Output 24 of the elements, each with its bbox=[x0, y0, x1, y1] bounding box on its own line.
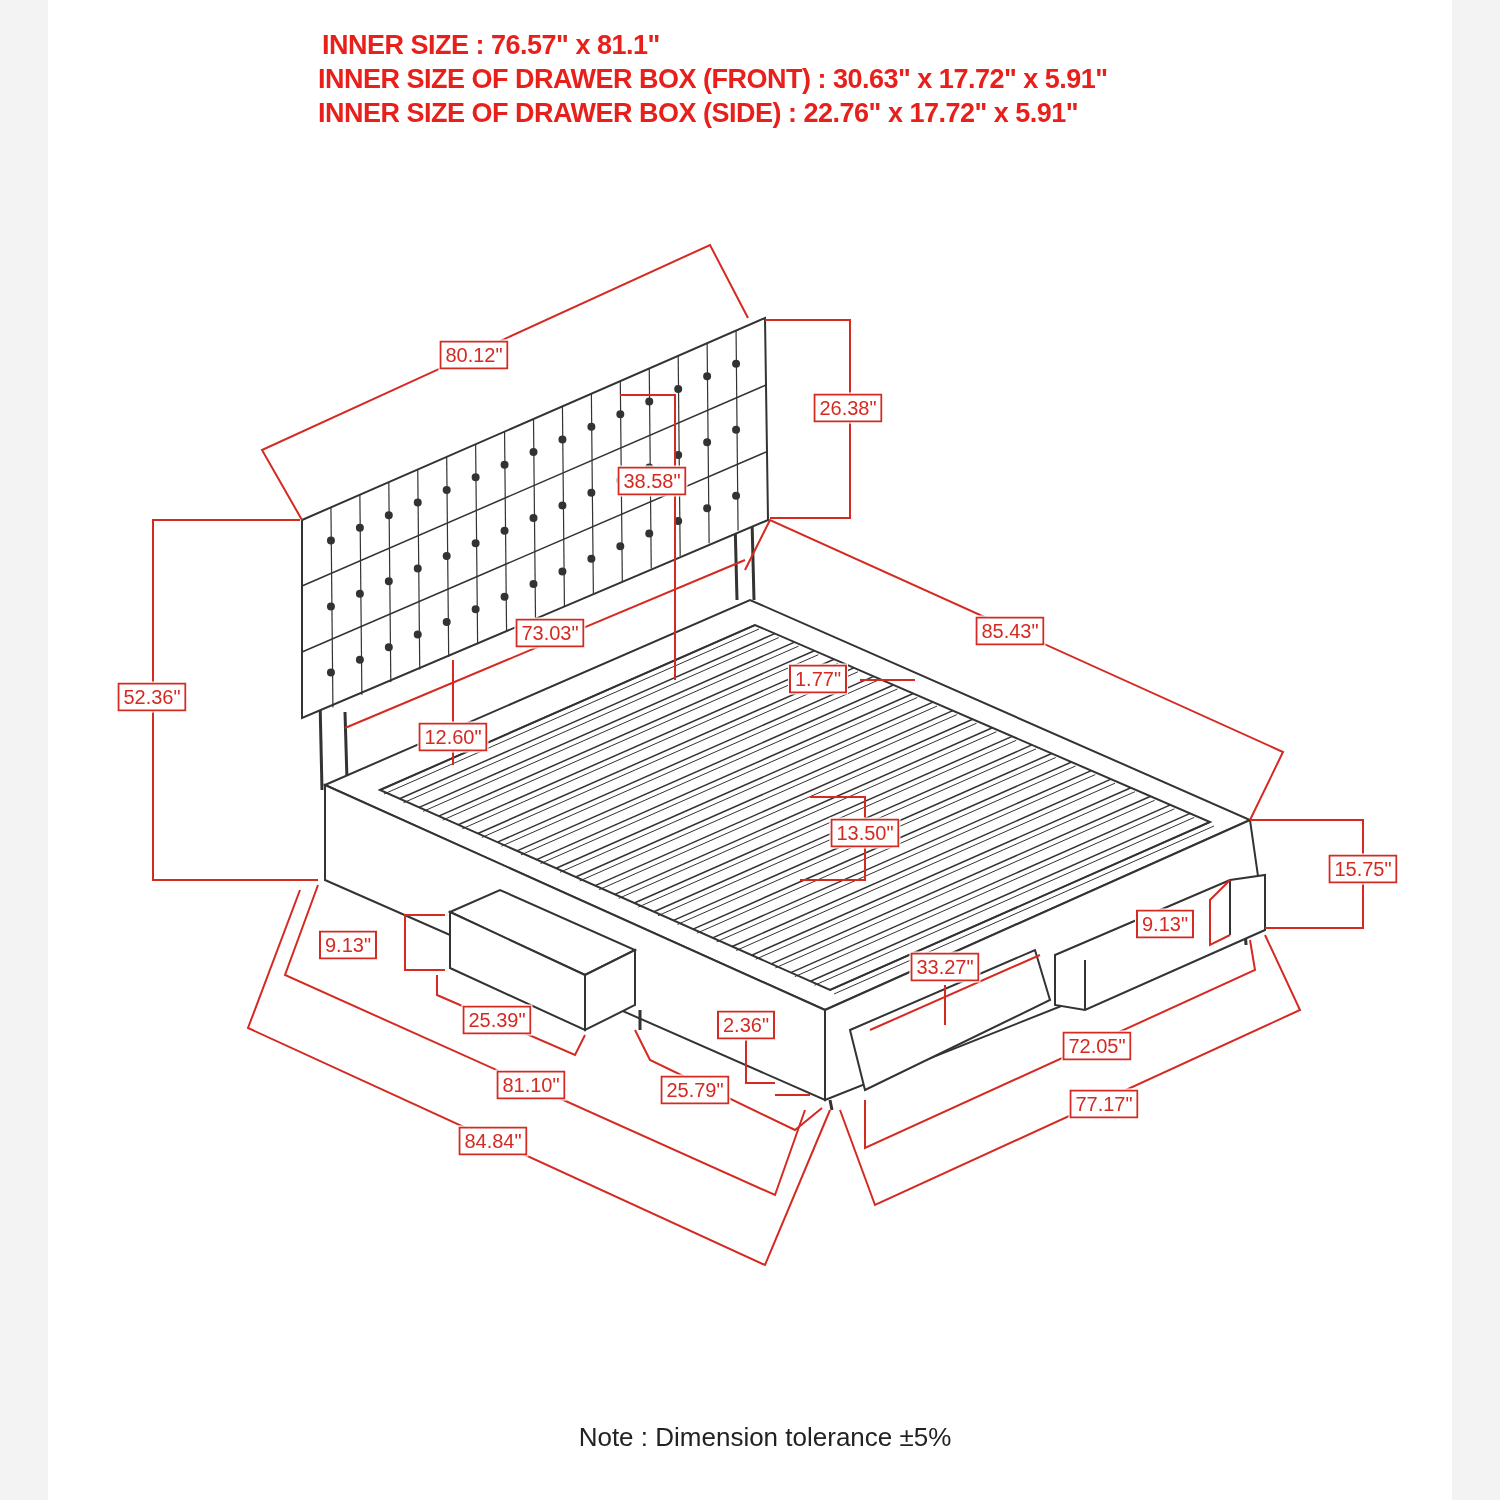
dimension-label: 25.39" bbox=[462, 1005, 532, 1035]
tolerance-note: Note : Dimension tolerance ±5% bbox=[578, 1422, 952, 1453]
dimension-label: 77.17" bbox=[1069, 1089, 1139, 1119]
dimension-label: 85.43" bbox=[975, 616, 1045, 646]
dimension-label: 12.60" bbox=[418, 722, 488, 752]
dimension-label: 52.36" bbox=[117, 682, 187, 712]
size-note: INNER SIZE : 76.57" x 81.1" bbox=[322, 30, 660, 61]
dimension-label: 15.75" bbox=[1328, 854, 1398, 884]
dimension-label: 33.27" bbox=[910, 952, 980, 982]
dimension-label: 84.84" bbox=[458, 1126, 528, 1156]
dimension-label: 2.36" bbox=[717, 1010, 775, 1040]
dimension-label: 9.13" bbox=[319, 930, 377, 960]
dimension-label: 73.03" bbox=[515, 618, 585, 648]
dimension-label: 1.77" bbox=[789, 664, 847, 694]
size-note: INNER SIZE OF DRAWER BOX (FRONT) : 30.63" x 17.72" x 5.91" bbox=[318, 64, 1108, 95]
dimension-label: 72.05" bbox=[1062, 1031, 1132, 1061]
dimension-label: 9.13" bbox=[1136, 909, 1194, 939]
dimension-label: 26.38" bbox=[813, 393, 883, 423]
size-note: INNER SIZE OF DRAWER BOX (SIDE) : 22.76" x 17.72" x 5.91" bbox=[318, 98, 1079, 129]
dimension-label: 80.12" bbox=[439, 340, 509, 370]
dimension-label: 81.10" bbox=[496, 1070, 566, 1100]
dimension-label: 25.79" bbox=[660, 1075, 730, 1105]
dimension-label: 38.58" bbox=[617, 466, 687, 496]
dimension-label: 13.50" bbox=[830, 818, 900, 848]
